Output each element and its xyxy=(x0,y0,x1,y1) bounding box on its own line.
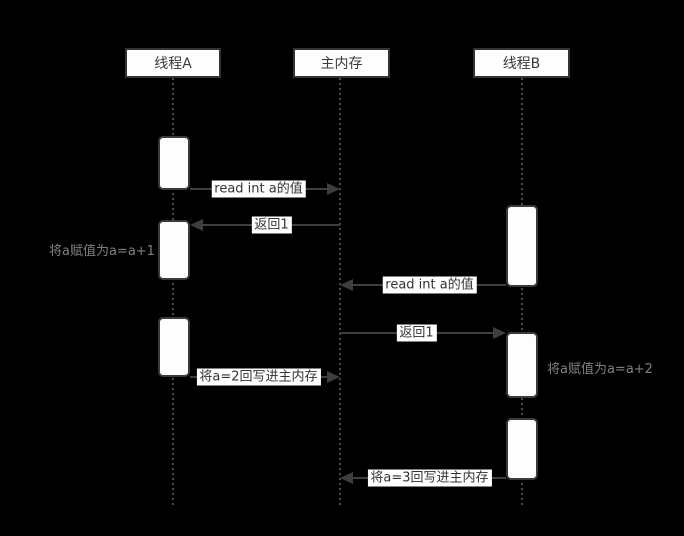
message-arrow-writeback-b: 将a=3回写进主内存 xyxy=(340,469,506,487)
activation-bar-thread-b-3 xyxy=(506,418,538,480)
message-arrow-read-b: read int a的值 xyxy=(340,276,506,294)
participant-thread-a: 线程A xyxy=(125,48,221,78)
message-arrow-writeback-a: 将a=2回写进主内存 xyxy=(190,368,340,386)
message-label: 返回1 xyxy=(251,216,292,234)
participant-main-memory: 主内存 xyxy=(293,48,390,78)
activation-bar-thread-a-3 xyxy=(158,317,190,377)
lifeline-main-memory xyxy=(339,78,341,508)
activation-bar-thread-a-1 xyxy=(158,136,190,190)
message-arrow-return1-to-b: 返回1 xyxy=(340,324,506,342)
lifeline-thread-b xyxy=(521,78,523,508)
note-assign-thread-a: 将a赋值为a=a+1 xyxy=(49,244,155,259)
message-label: read int a的值 xyxy=(211,180,306,198)
message-label: 将a=2回写进主内存 xyxy=(196,368,321,386)
message-arrow-read-a: read int a的值 xyxy=(190,180,340,198)
activation-bar-thread-b-1 xyxy=(506,205,538,287)
activation-bar-thread-b-2 xyxy=(506,332,538,398)
participant-thread-b: 线程B xyxy=(473,48,570,78)
message-label: read int a的值 xyxy=(382,276,477,294)
lifeline-thread-a xyxy=(172,78,174,508)
message-arrow-return1-to-a: 返回1 xyxy=(190,216,340,234)
message-label: 将a=3回写进主内存 xyxy=(367,469,492,487)
activation-bar-thread-a-2 xyxy=(158,220,190,280)
note-assign-thread-b: 将a赋值为a=a+2 xyxy=(547,362,653,377)
message-label: 返回1 xyxy=(396,324,437,342)
